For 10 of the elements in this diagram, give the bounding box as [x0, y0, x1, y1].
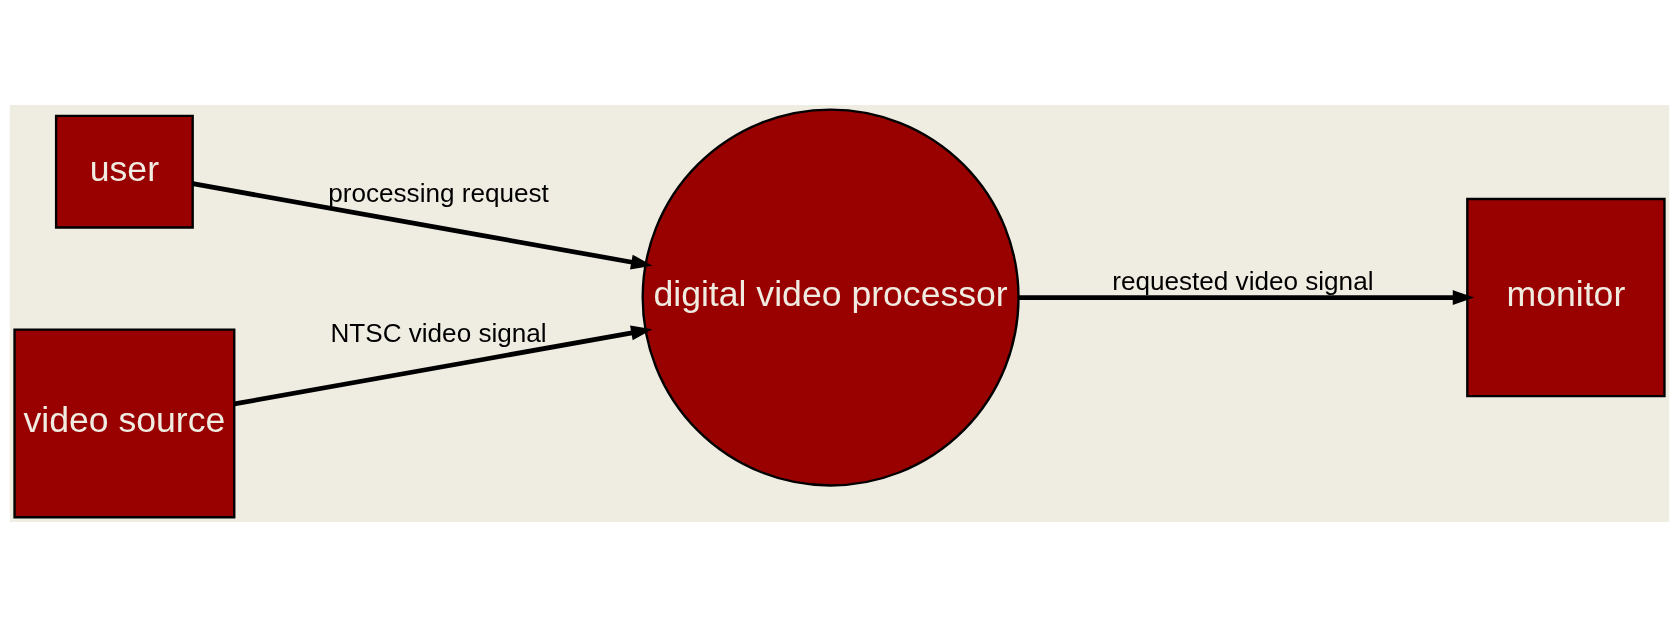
node-circle: digital video processor [641, 107, 1020, 487]
node-box: user [54, 114, 194, 229]
node-box: video source [13, 327, 236, 518]
arrow [1018, 289, 1475, 305]
arrow [192, 180, 653, 269]
node-box: monitor [1466, 197, 1666, 397]
edge-label: processing request [328, 177, 549, 208]
arrow [234, 325, 653, 406]
edge-label: requested video signal [1112, 265, 1374, 296]
edge-label: NTSC video signal [330, 317, 547, 348]
